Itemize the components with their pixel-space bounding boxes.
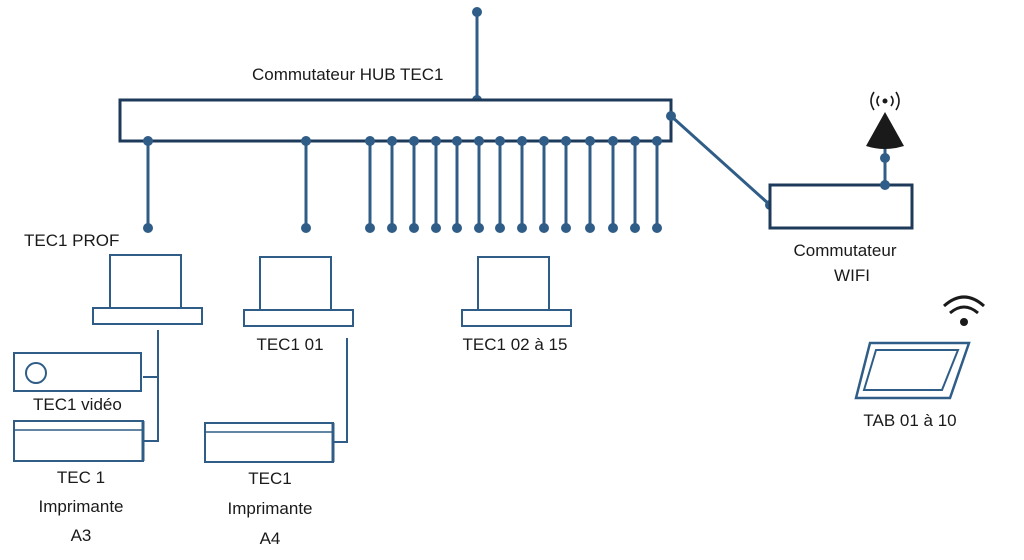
hub-port-prof xyxy=(143,136,153,233)
hub-switch xyxy=(118,98,673,143)
wifi-switch-label-line2: WIFI xyxy=(834,266,870,285)
tablets-label: TAB 01 à 10 xyxy=(863,411,956,430)
hub-uplink xyxy=(472,7,482,105)
video-label: TEC1 vidéo xyxy=(33,395,122,414)
pc02-15-label: TEC1 02 à 15 xyxy=(463,335,568,354)
prof-peripheral-cables xyxy=(143,330,159,442)
pc01-label: TEC1 01 xyxy=(256,335,323,354)
projector-icon xyxy=(13,352,142,392)
printer-a3-label-line3: A3 xyxy=(71,526,92,545)
printer-a4-label-line2: Imprimante xyxy=(227,499,312,518)
wifi-switch-label-line1: Commutateur xyxy=(794,241,897,260)
tablet-icon xyxy=(854,341,971,400)
hub-label: Commutateur HUB TEC1 xyxy=(252,65,443,84)
pc02-15-monitor-icon xyxy=(461,256,572,327)
prof-label: TEC1 PROF xyxy=(24,231,119,250)
printer-a3-icon xyxy=(13,420,145,462)
printer-a3-label-line1: TEC 1 xyxy=(57,468,105,487)
printer-a4-label-line1: TEC1 xyxy=(248,469,291,488)
access-point-icon xyxy=(866,91,904,190)
hub-port-pc01 xyxy=(301,136,311,233)
printer-a4-label-line3: A4 xyxy=(260,529,281,548)
printer-a4-icon xyxy=(204,422,335,463)
printer-a3-label-line2: Imprimante xyxy=(38,497,123,516)
hub-ports-pc02-15 xyxy=(365,136,662,233)
pc01-monitor-icon xyxy=(243,256,354,327)
wifi-switch xyxy=(768,183,914,230)
hub-to-wifi-link xyxy=(666,111,775,210)
wifi-signal-icon xyxy=(942,295,986,326)
prof-monitor-icon xyxy=(92,254,203,325)
pc01-printer-cable xyxy=(333,338,348,443)
